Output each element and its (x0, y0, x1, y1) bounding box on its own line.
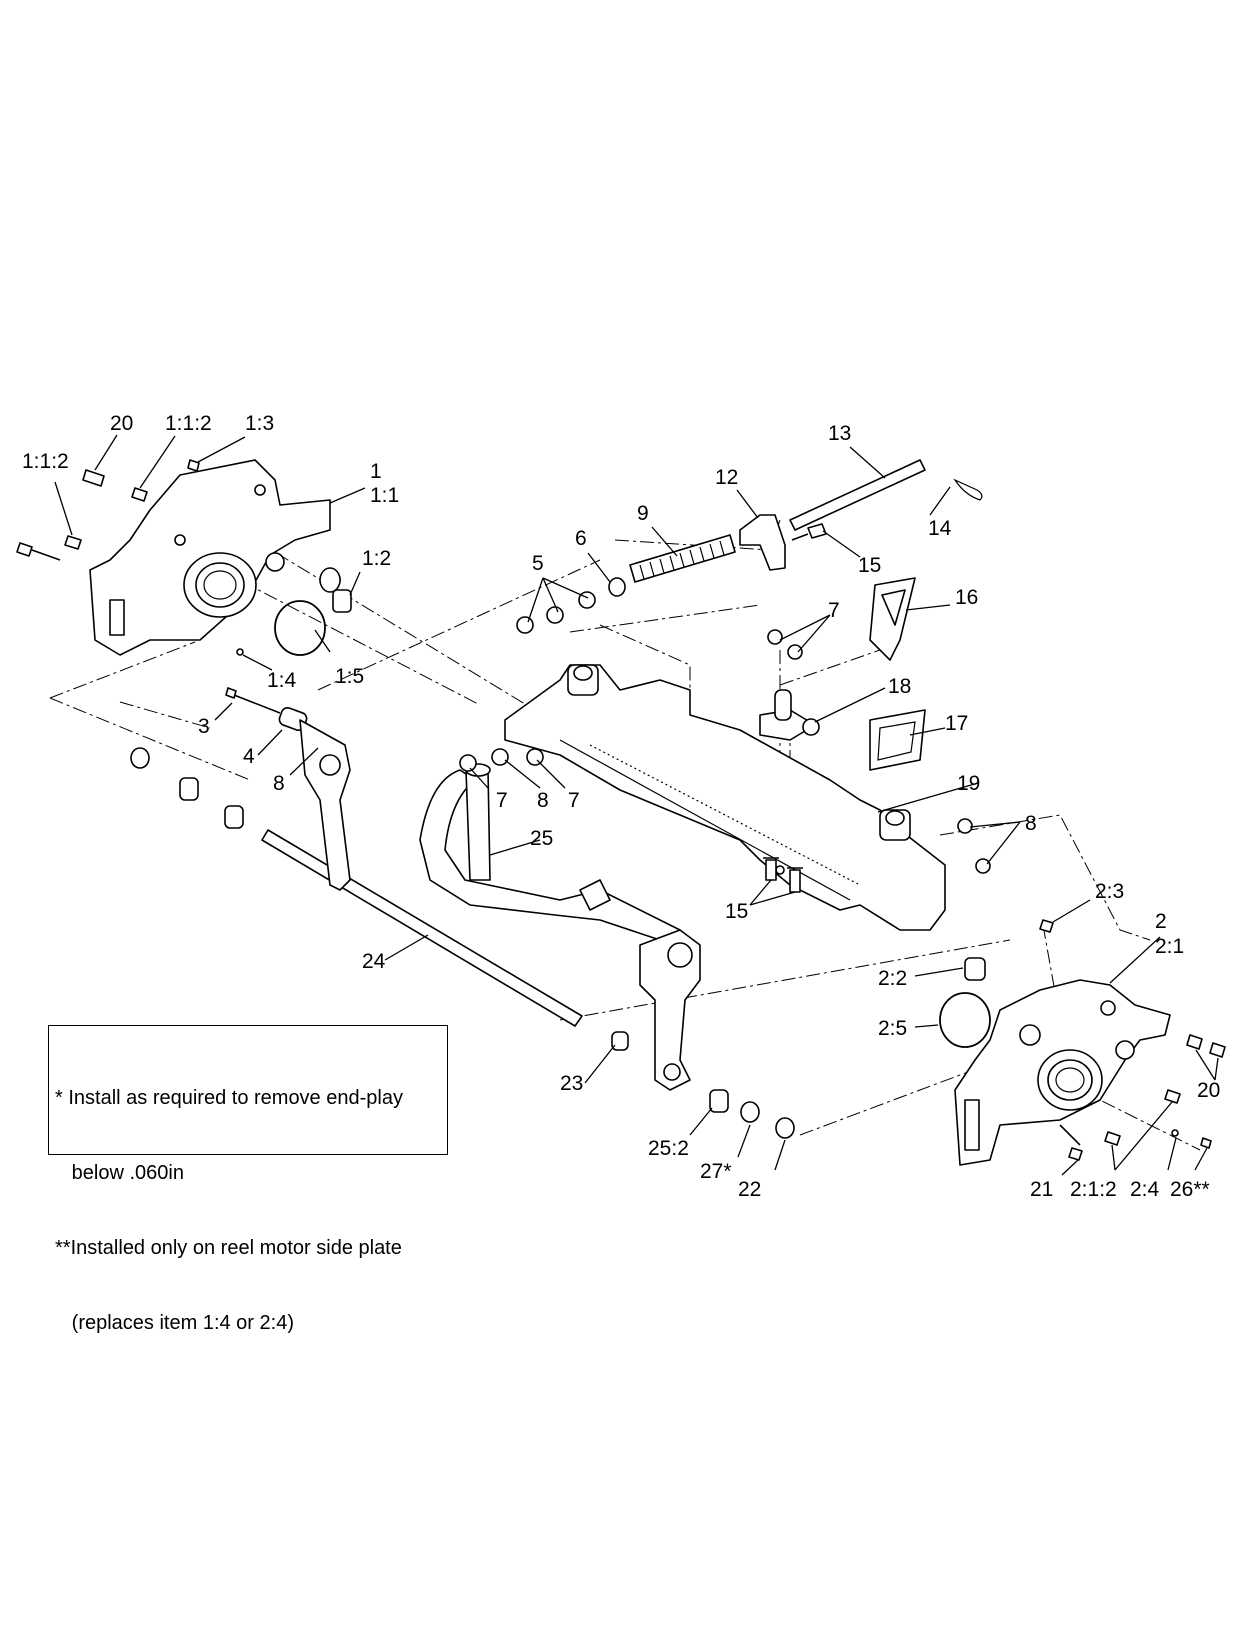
right-side-plate (939, 919, 1226, 1166)
callout-8: 8 (537, 789, 549, 812)
note-line-1: * Install as required to remove end-play (55, 1087, 403, 1109)
callout-1-1-2: 1:1:2 (165, 412, 212, 435)
callout-6: 6 (575, 527, 587, 550)
callout-1: 1 (370, 460, 382, 483)
callout-8: 8 (1025, 812, 1037, 835)
callout-1-2: 1:2 (362, 547, 391, 570)
callout-1-1-2: 1:1:2 (22, 450, 69, 473)
callout-7: 7 (496, 789, 508, 812)
callout-4: 4 (243, 745, 255, 768)
callout-20: 20 (1197, 1079, 1220, 1102)
callout-15: 15 (858, 554, 881, 577)
callout-17: 17 (945, 712, 968, 735)
callout-7: 7 (568, 789, 580, 812)
note-line-3: **Installed only on reel motor side plat… (55, 1237, 402, 1259)
callout-12: 12 (715, 466, 738, 489)
note-line-4: (replaces item 1:4 or 2:4) (55, 1312, 294, 1334)
callout-8: 8 (273, 772, 285, 795)
callout-23: 23 (560, 1072, 583, 1095)
left-arm (299, 719, 351, 891)
callout-16: 16 (955, 586, 978, 609)
callout-15: 15 (725, 900, 748, 923)
callout-labels: 20 1:1:2 1:3 1:1:2 1 1:1 1:2 1:4 1:5 3 4… (22, 412, 1220, 1201)
callout-27: 27* (700, 1160, 732, 1183)
callout-13: 13 (828, 422, 851, 445)
callout-2-3: 2:3 (1095, 880, 1124, 903)
callout-7: 7 (828, 599, 840, 622)
callout-2: 2 (1155, 910, 1167, 933)
callout-22: 22 (738, 1178, 761, 1201)
left-hardware (16, 459, 352, 829)
callout-24: 24 (362, 950, 386, 973)
note-line-2: below .060in (55, 1162, 184, 1184)
callout-3: 3 (198, 715, 210, 738)
callout-2-1-2: 2:1:2 (1070, 1178, 1117, 1201)
callout-2-5: 2:5 (878, 1017, 907, 1040)
callout-9: 9 (637, 502, 649, 525)
callout-1-3: 1:3 (245, 412, 274, 435)
callout-19: 19 (957, 772, 980, 795)
rod-bracket (739, 459, 983, 571)
callout-2-4: 2:4 (1130, 1178, 1160, 1201)
lower-hardware (709, 1089, 795, 1139)
callout-25: 25 (530, 827, 553, 850)
callout-2-1: 2:1 (1155, 935, 1184, 958)
leader-lines (54, 434, 1219, 1176)
callout-5: 5 (532, 552, 544, 575)
pivot-bracket (459, 629, 991, 893)
right-arm (639, 929, 701, 1091)
spring-assembly (516, 534, 736, 634)
left-side-plate (89, 459, 331, 656)
callout-2-2: 2:2 (878, 967, 907, 990)
callout-1-4: 1:4 (267, 669, 297, 692)
callout-21: 21 (1030, 1178, 1053, 1201)
handle-16 (869, 577, 916, 661)
callout-18: 18 (888, 675, 911, 698)
callout-20: 20 (110, 412, 133, 435)
callout-14: 14 (928, 517, 952, 540)
callout-1-1: 1:1 (370, 484, 399, 507)
callout-26: 26** (1170, 1178, 1210, 1201)
main-frame-19 (504, 664, 946, 931)
installation-note: * Install as required to remove end-play… (48, 1025, 448, 1334)
callout-25-2: 25:2 (648, 1137, 689, 1160)
callout-1-5: 1:5 (335, 665, 364, 688)
